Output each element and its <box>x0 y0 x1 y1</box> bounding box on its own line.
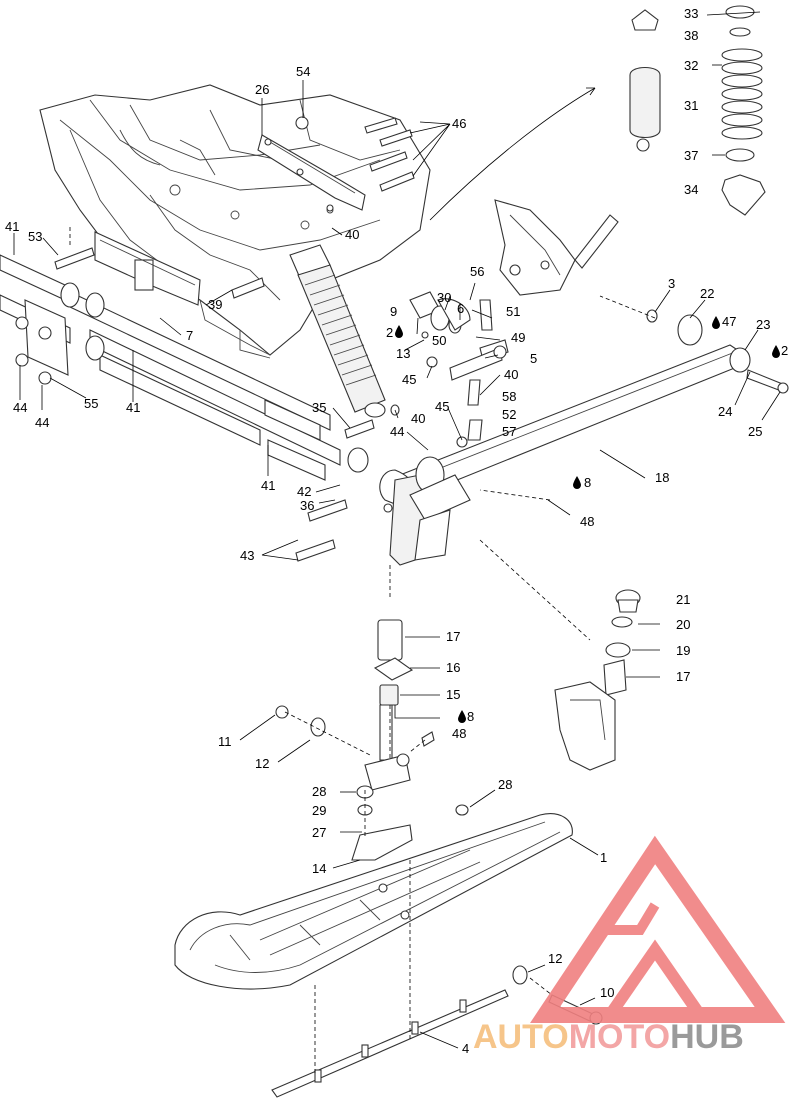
label-15: 15 <box>446 687 460 702</box>
label-8: 8 <box>467 709 474 724</box>
label-22: 22 <box>700 286 714 301</box>
leader-lines <box>13 11 781 1049</box>
trailing-arm-18 <box>347 344 746 566</box>
label-52: 52 <box>502 407 516 422</box>
label-12: 12 <box>548 951 562 966</box>
label-40: 40 <box>345 227 359 242</box>
label-19: 19 <box>676 643 690 658</box>
label-8: 8 <box>584 475 591 490</box>
label-36: 36 <box>300 498 314 513</box>
label-34: 34 <box>684 182 698 197</box>
label-5: 5 <box>530 351 537 366</box>
label-9: 9 <box>390 304 397 319</box>
label-21: 21 <box>676 592 690 607</box>
label-35: 35 <box>312 400 326 415</box>
label-40: 40 <box>411 411 425 426</box>
label-44: 44 <box>390 424 404 439</box>
watermark-hub: HUB <box>670 1018 744 1056</box>
label-32: 32 <box>684 58 698 73</box>
steering-bracket <box>494 199 619 296</box>
chassis-frame <box>39 84 431 359</box>
shock-parts-exploded <box>629 5 766 216</box>
watermark-auto: AUTO <box>473 1018 569 1056</box>
label-17: 17 <box>446 629 460 644</box>
label-48: 48 <box>452 726 466 741</box>
label-7: 7 <box>186 328 193 343</box>
part-labels: 54 26 46 40 41 53 39 7 41 55 44 44 35 40… <box>5 6 788 1056</box>
label-57: 57 <box>502 424 516 439</box>
arm-end-hardware <box>646 309 789 394</box>
spindle-lower <box>275 619 469 861</box>
label-11: 11 <box>218 734 232 749</box>
front-shock-absorber <box>289 244 386 418</box>
label-56: 56 <box>470 264 484 279</box>
label-58: 58 <box>502 389 516 404</box>
label-2: 2 <box>386 325 393 340</box>
bolts-46 <box>364 117 415 192</box>
label-46: 46 <box>452 116 466 131</box>
label-16: 16 <box>446 660 460 675</box>
svg-text:AUTOMOTOHUB: AUTOMOTOHUB <box>473 1018 744 1056</box>
label-24: 24 <box>718 404 732 419</box>
label-30: 30 <box>437 290 451 305</box>
label-33: 33 <box>684 6 698 21</box>
label-26: 26 <box>255 82 269 97</box>
wear-bar-4 <box>271 989 509 1098</box>
watermark-moto: MOTO <box>569 1018 670 1056</box>
watermark-logo <box>530 835 786 1023</box>
label-41: 41 <box>126 400 140 415</box>
label-45: 45 <box>402 372 416 387</box>
label-28: 28 <box>498 777 512 792</box>
label-27: 27 <box>312 825 326 840</box>
label-54: 54 <box>296 64 310 79</box>
label-47: 47 <box>722 314 736 329</box>
label-28: 28 <box>312 784 326 799</box>
connection-lines <box>69 87 656 1075</box>
label-12: 12 <box>255 756 269 771</box>
label-38: 38 <box>684 28 698 43</box>
label-50: 50 <box>432 333 446 348</box>
label-18: 18 <box>655 470 669 485</box>
upper-linkage <box>54 116 509 562</box>
label-37: 37 <box>684 148 698 163</box>
label-2: 2 <box>781 343 788 358</box>
label-17: 17 <box>676 669 690 684</box>
label-41: 41 <box>261 478 275 493</box>
label-31: 31 <box>684 98 698 113</box>
label-40: 40 <box>504 367 518 382</box>
label-53: 53 <box>28 229 42 244</box>
label-25: 25 <box>748 424 762 439</box>
label-6: 6 <box>457 301 464 316</box>
watermark-text: AUTOMOTOHUB <box>473 1018 744 1056</box>
label-3: 3 <box>668 276 675 291</box>
label-20: 20 <box>676 617 690 632</box>
label-23: 23 <box>756 317 770 332</box>
label-14: 14 <box>312 861 326 876</box>
label-42: 42 <box>297 484 311 499</box>
label-44: 44 <box>13 400 27 415</box>
bracket-7 <box>94 231 201 306</box>
label-41: 41 <box>5 219 19 234</box>
label-10: 10 <box>600 985 614 1000</box>
label-39: 39 <box>208 297 222 312</box>
label-1: 1 <box>600 850 607 865</box>
label-13: 13 <box>396 346 410 361</box>
label-55: 55 <box>84 396 98 411</box>
label-29: 29 <box>312 803 326 818</box>
label-51: 51 <box>506 304 520 319</box>
label-48: 48 <box>580 514 594 529</box>
ski-1 <box>174 813 573 990</box>
stabilizer-rods <box>0 254 341 481</box>
label-43: 43 <box>240 548 254 563</box>
label-45: 45 <box>435 399 449 414</box>
label-49: 49 <box>511 330 525 345</box>
spindle-detail <box>554 589 641 771</box>
label-4: 4 <box>462 1041 469 1056</box>
bracket-26 <box>257 134 366 212</box>
label-44: 44 <box>35 415 49 430</box>
